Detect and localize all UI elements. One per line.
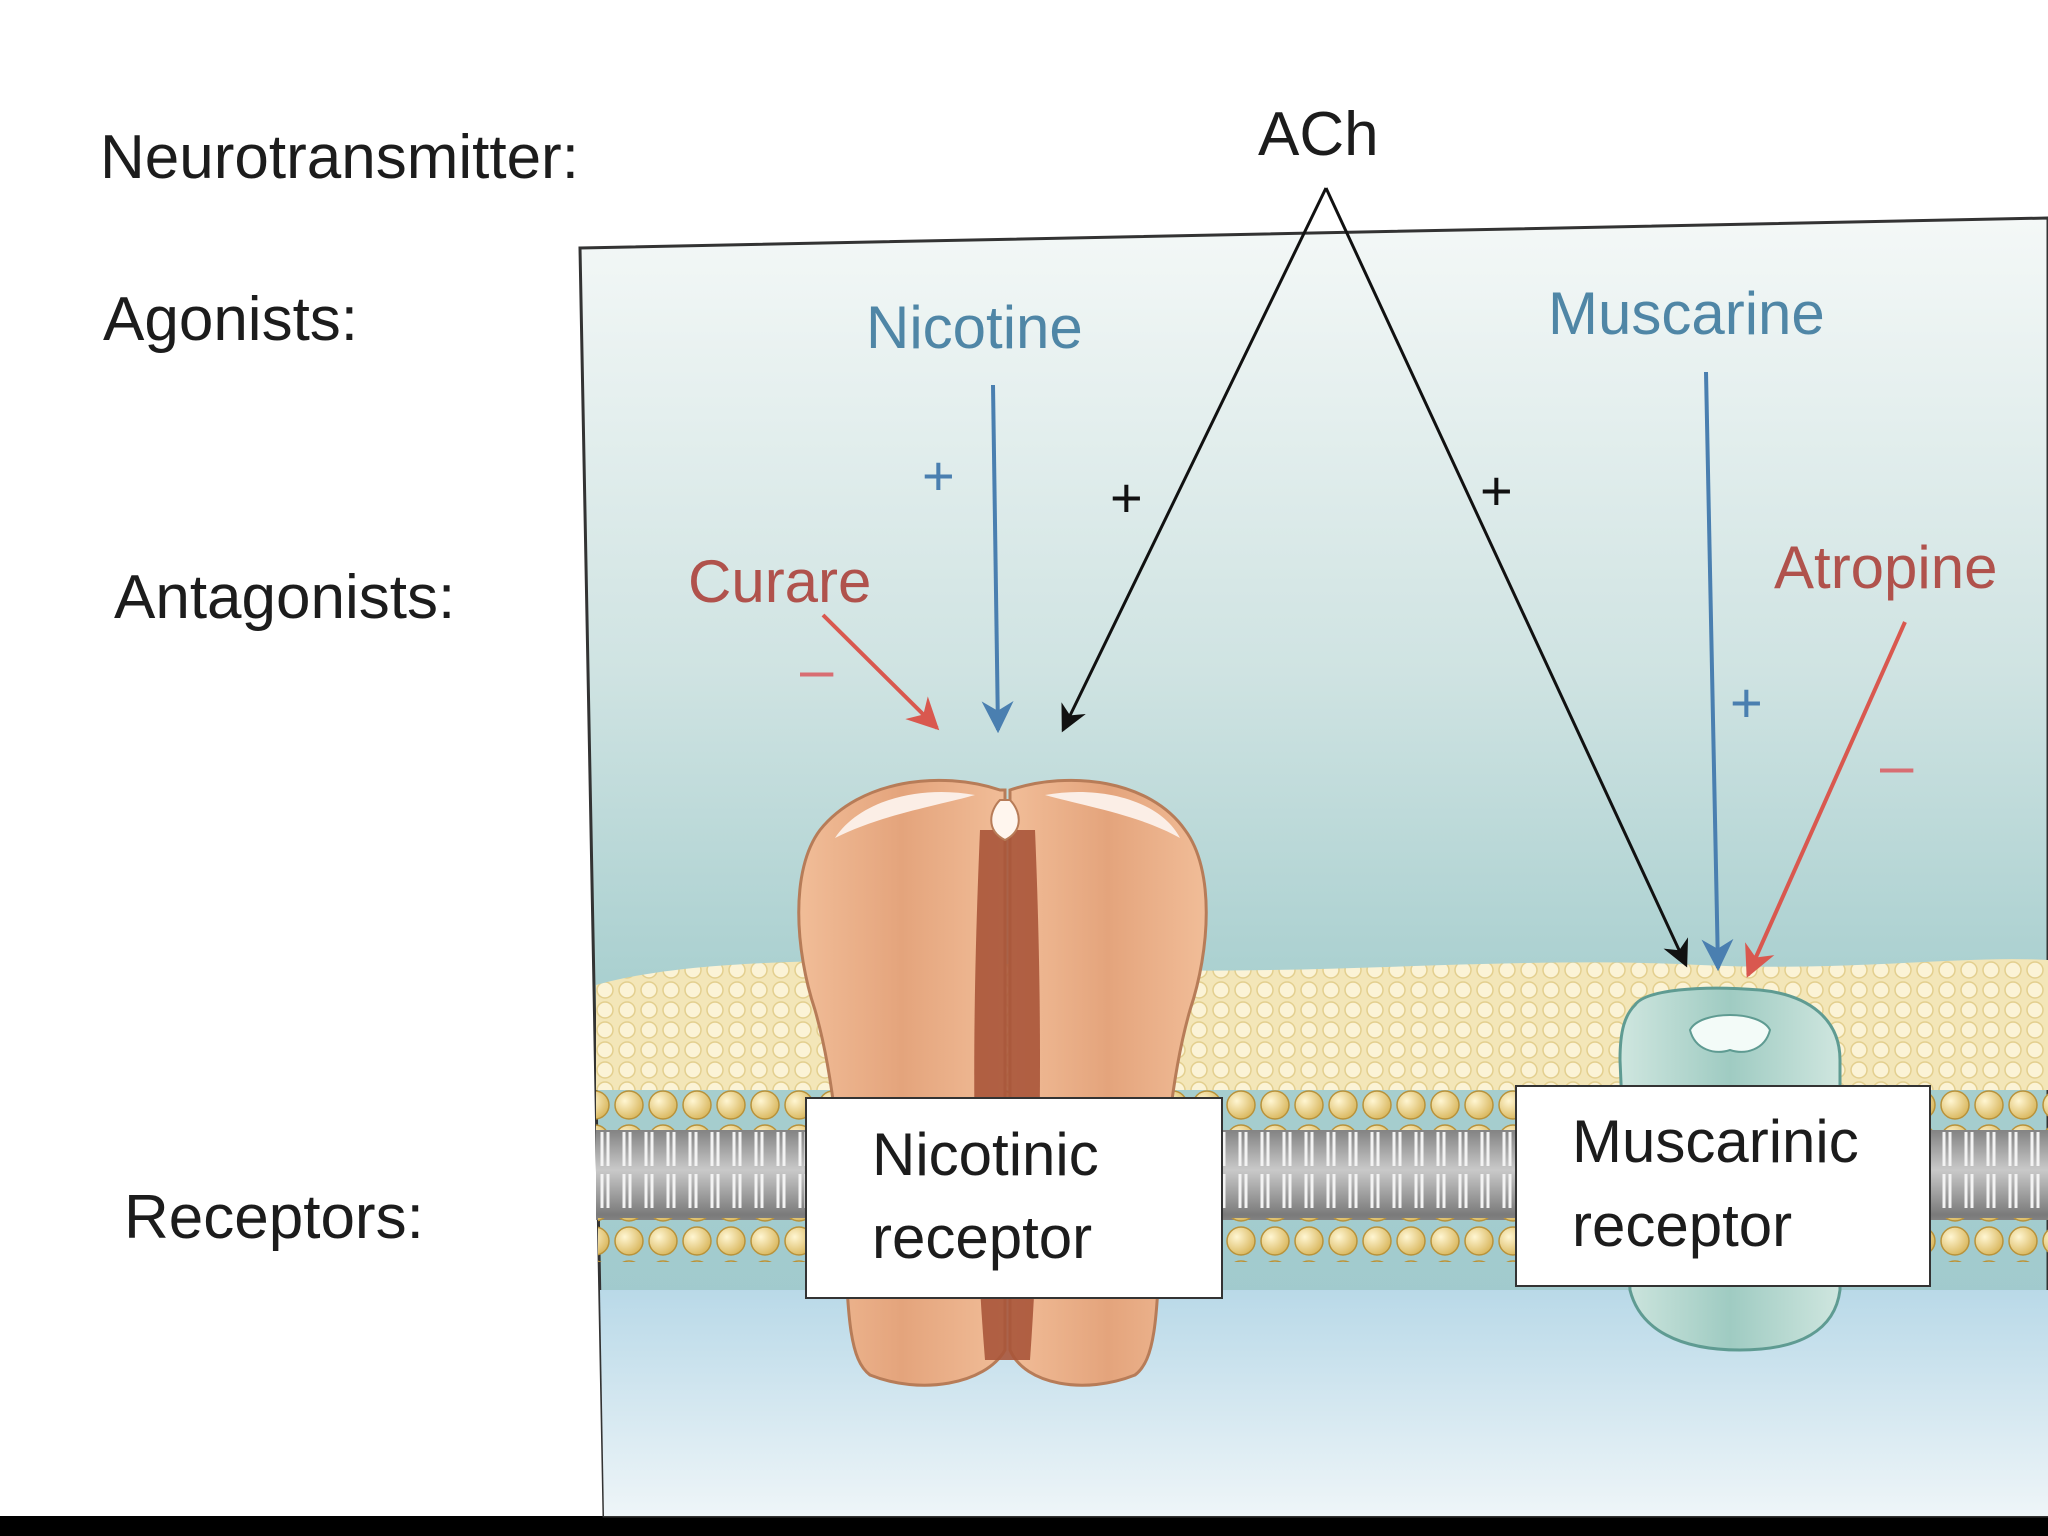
muscarine-arrow — [1701, 371, 1734, 972]
label-receptors: Receptors: — [124, 1183, 424, 1252]
ach-label: ACh — [1258, 100, 1379, 169]
label-antagonists: Antagonists: — [114, 563, 455, 632]
curare-label: Curare — [688, 548, 871, 615]
nicotinic-receptor-line1: Nicotinic — [872, 1121, 1099, 1188]
plus-sign-nicotine: + — [922, 444, 955, 507]
bottom-band — [0, 1516, 2048, 1536]
ach-arrow-to-muscarinic — [1324, 187, 1689, 968]
atropine-arrow — [1745, 621, 1907, 978]
label-neurotransmitter: Neurotransmitter: — [100, 123, 579, 192]
minus-sign-curare: – — [800, 636, 834, 703]
minus-sign-atropine: – — [1880, 732, 1914, 799]
muscarine-label: Muscarine — [1548, 280, 1825, 347]
label-agonists: Agonists: — [103, 285, 358, 354]
plus-sign-ach-nicotinic: + — [1110, 466, 1143, 529]
ach-arrow-to-nicotinic — [1061, 187, 1328, 733]
atropine-label: Atropine — [1774, 534, 1997, 601]
muscarinic-receptor-box: Muscarinic receptor — [1515, 1085, 1931, 1287]
nicotinic-receptor-box: Nicotinic receptor — [805, 1097, 1223, 1299]
plus-sign-muscarine: + — [1730, 671, 1763, 734]
nicotinic-receptor-line2: receptor — [872, 1204, 1092, 1271]
muscarinic-receptor-line1: Muscarinic — [1572, 1108, 1859, 1175]
plus-sign-ach-muscarinic: + — [1480, 459, 1513, 522]
nicotine-label: Nicotine — [866, 294, 1083, 361]
nicotine-arrow — [981, 384, 1014, 734]
muscarinic-receptor-line2: receptor — [1572, 1192, 1792, 1259]
curare-arrow — [821, 613, 940, 731]
